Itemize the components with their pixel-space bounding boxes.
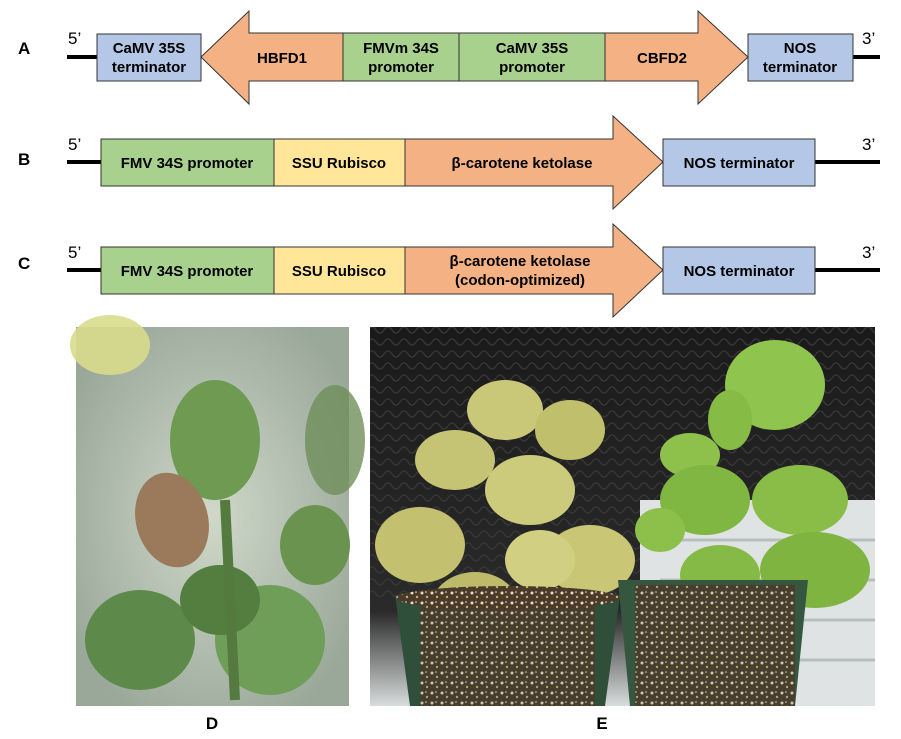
cbfd2-label: CBFD2 <box>637 50 687 67</box>
fmv34s-promoter-box-b <box>100 138 275 187</box>
ketolase-c-line2: (codon-optimized) <box>455 272 585 289</box>
nos-terminator-box-a <box>747 33 854 82</box>
camv35s-promoter-line1: CaMV 35S <box>496 40 569 57</box>
ketolase-c-line1: β-carotene ketolase <box>450 253 591 270</box>
photo-caption-e: E <box>596 714 607 733</box>
panel-label-b: B <box>18 150 30 169</box>
photo-e <box>370 327 875 706</box>
leaf-shape <box>170 380 260 500</box>
ketolase-arrow-b <box>404 114 664 211</box>
nos-terminator-box-b <box>662 138 816 187</box>
construct-a: 5’ 3’ CaMV 35S terminator HBFD1 FMVm 34S… <box>67 9 880 106</box>
ssu-rubisco-box-c <box>273 246 406 295</box>
ketolase-arrow-c <box>404 222 664 319</box>
five-prime-label-a: 5’ <box>68 29 81 48</box>
five-prime-label-c: 5’ <box>68 243 81 262</box>
construct-c: 5’ 3’ FMV 34S promoter SSU Rubisco β-car… <box>67 222 880 319</box>
nos-terminator-c-label: NOS terminator <box>684 263 795 280</box>
nos-terminator-a-line2: terminator <box>763 59 837 76</box>
camv35s-promoter-box <box>458 32 606 82</box>
fmv34s-promoter-c-label: FMV 34S promoter <box>121 263 254 280</box>
panel-label-c: C <box>18 254 30 273</box>
fmvm34s-promoter-line1: FMVm 34S <box>363 40 439 57</box>
ssu-rubisco-c-label: SSU Rubisco <box>292 263 386 280</box>
ssu-rubisco-box-b <box>273 138 406 187</box>
nos-terminator-a-line1: NOS <box>784 40 817 57</box>
cbfd2-arrow <box>604 9 749 106</box>
camv35s-promoter-line2: promoter <box>499 59 565 76</box>
photo-d <box>70 315 365 706</box>
five-prime-label-b: 5’ <box>68 135 81 154</box>
construct-b: 5’ 3’ FMV 34S promoter SSU Rubisco β-car… <box>67 114 880 211</box>
nos-terminator-b-label: NOS terminator <box>684 155 795 172</box>
fmv34s-promoter-b-label: FMV 34S promoter <box>121 155 254 172</box>
three-prime-label-c: 3’ <box>862 243 875 262</box>
fmvm34s-promoter-line2: promoter <box>368 59 434 76</box>
camv35s-terminator-box <box>96 33 202 82</box>
ssu-rubisco-b-label: SSU Rubisco <box>292 155 386 172</box>
camv35s-terminator-line2: terminator <box>112 59 186 76</box>
hbfd1-label: HBFD1 <box>257 50 307 67</box>
ketolase-b-label: β-carotene ketolase <box>452 155 593 172</box>
camv35s-terminator-line1: CaMV 35S <box>113 40 186 57</box>
three-prime-label-b: 3’ <box>862 135 875 154</box>
three-prime-label-a: 3’ <box>862 29 875 48</box>
photo-caption-d: D <box>206 714 218 733</box>
nos-terminator-box-c <box>662 246 816 295</box>
fmv34s-promoter-box-c <box>100 246 275 295</box>
panel-label-a: A <box>18 39 30 58</box>
